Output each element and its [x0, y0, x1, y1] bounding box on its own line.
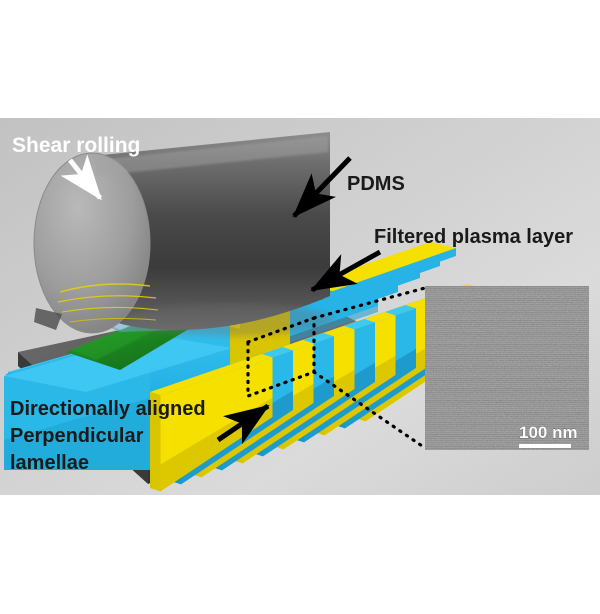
inset-connector-lines	[312, 286, 427, 450]
roller-end-cap	[34, 153, 150, 333]
annotation-arrows	[60, 154, 382, 445]
plasma-layer-arrow	[310, 249, 382, 293]
roller-shadow	[126, 304, 334, 336]
lamella-front-face	[150, 392, 161, 492]
shear-roller-cylinder	[33, 132, 334, 336]
lamellae-arrow	[216, 403, 270, 445]
tem-inset-grain	[425, 286, 589, 450]
roller-specular	[96, 136, 328, 176]
connector-line-bottom	[312, 370, 427, 450]
label-shear-rolling: Shear rolling	[12, 134, 140, 157]
label-directionally-aligned-line3: lamellae	[10, 452, 89, 474]
tem-micrograph-inset: 100 nm	[425, 286, 589, 450]
roller-end-cap-rim	[33, 152, 151, 334]
connector-line-top	[312, 286, 427, 320]
aligned-chain-hints	[57, 283, 159, 323]
label-directionally-aligned-line1: Directionally aligned	[10, 398, 206, 420]
scale-bar	[519, 444, 571, 448]
lamella-top-face	[150, 354, 273, 396]
label-directionally-aligned-line2: Perpendicular	[10, 425, 144, 447]
roller-barrel	[92, 132, 330, 330]
plasma-layer-sheet	[66, 286, 330, 370]
lamellae-base-shade	[4, 398, 150, 470]
tem-inset-content	[425, 286, 589, 450]
label-pdms: PDMS	[347, 173, 405, 195]
label-filtered-plasma-layer: Filtered plasma layer	[374, 226, 573, 248]
pdms-arrow	[292, 156, 352, 218]
roller-rotation-tab	[34, 308, 62, 330]
scale-bar-label: 100 nm	[519, 423, 578, 442]
shear-rolling-arrow	[60, 154, 102, 201]
